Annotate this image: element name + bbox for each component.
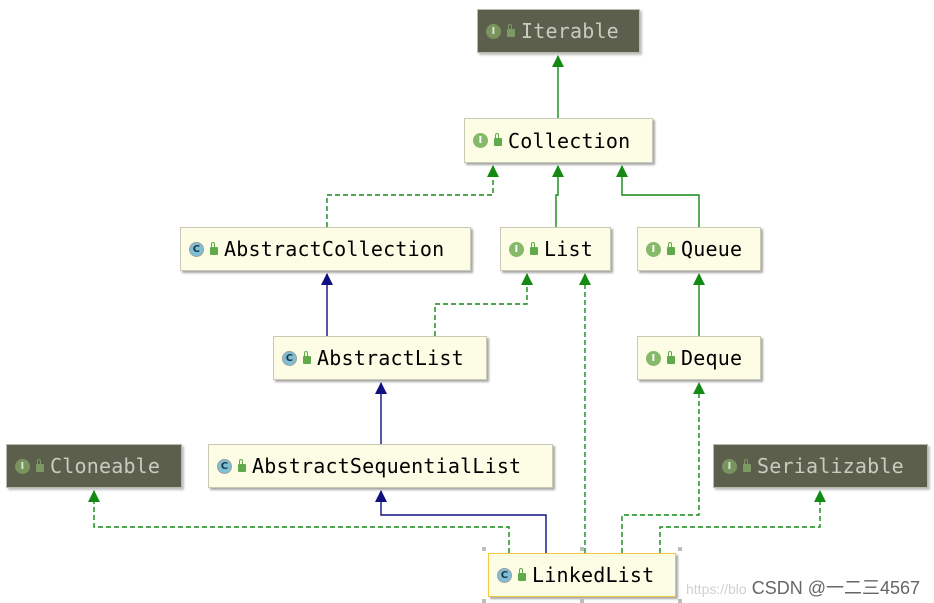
interface-icon: I <box>486 23 501 39</box>
node-label: AbstractSequentialList <box>252 454 522 478</box>
node-label: List <box>544 237 593 261</box>
selection-handle[interactable] <box>580 547 584 551</box>
public-access-icon <box>667 241 675 255</box>
selection-handle[interactable] <box>678 547 682 551</box>
node-label: Iterable <box>521 19 619 43</box>
class-icon: C <box>497 567 512 583</box>
node-label: Cloneable <box>50 454 161 478</box>
interface-icon: I <box>722 458 737 474</box>
node-queue[interactable]: I Queue <box>637 227 761 271</box>
interface-icon: I <box>646 350 661 366</box>
edge-queue-to-collection <box>616 165 700 227</box>
node-label: Deque <box>681 346 743 370</box>
class-icon: C <box>217 458 232 474</box>
node-list[interactable]: I List <box>500 227 611 271</box>
interface-icon: I <box>646 241 661 257</box>
edge-abstractcollection-to-collection <box>326 165 499 227</box>
public-access-icon <box>210 241 218 255</box>
edge-linkedlist-to-cloneable <box>88 490 510 553</box>
public-access-icon <box>743 458 751 472</box>
node-label: LinkedList <box>532 563 655 587</box>
node-serializable[interactable]: I Serializable <box>713 444 928 488</box>
edge-linkedlist-to-serializable <box>659 490 826 553</box>
interface-icon: I <box>473 133 488 148</box>
edge-linkedlist-to-abstractsequentiallist <box>375 490 547 553</box>
public-access-icon <box>494 133 502 146</box>
node-abstractlist[interactable]: C AbstractList <box>273 336 487 380</box>
node-collection[interactable]: I Collection <box>464 118 653 163</box>
node-abstractsequentiallist[interactable]: C AbstractSequentialList <box>208 444 553 488</box>
selection-handle[interactable] <box>482 599 486 603</box>
node-cloneable[interactable]: I Cloneable <box>6 444 182 488</box>
watermark: https://blo CSDN @一二三4567 <box>686 574 920 600</box>
interface-icon: I <box>509 241 524 257</box>
class-icon: C <box>282 350 297 366</box>
watermark-text: CSDN @一二三4567 <box>751 578 921 598</box>
node-abstractcollection[interactable]: C AbstractCollection <box>180 227 471 271</box>
edge-abstractlist-to-list <box>434 273 533 336</box>
watermark-faint: https://blo <box>686 581 747 597</box>
public-access-icon <box>36 458 44 472</box>
selection-handle[interactable] <box>482 547 486 551</box>
public-access-icon <box>507 23 515 37</box>
node-iterable[interactable]: I Iterable <box>477 9 640 53</box>
node-label: Collection <box>508 128 631 153</box>
edge-list-to-collection <box>552 165 564 227</box>
public-access-icon <box>530 241 538 255</box>
public-access-icon <box>518 567 526 581</box>
interface-icon: I <box>15 458 30 474</box>
node-label: AbstractCollection <box>224 237 445 261</box>
node-deque[interactable]: I Deque <box>637 336 761 380</box>
public-access-icon <box>238 458 246 472</box>
node-label: Queue <box>681 237 743 261</box>
node-label: AbstractList <box>317 346 464 370</box>
selection-handle[interactable] <box>580 599 584 603</box>
public-access-icon <box>667 350 675 364</box>
node-linkedlist[interactable]: C LinkedList <box>488 553 676 597</box>
class-icon: C <box>189 241 204 257</box>
selection-handle[interactable] <box>678 599 682 603</box>
node-label: Serializable <box>757 454 904 478</box>
public-access-icon <box>303 350 311 364</box>
edge-linkedlist-to-deque <box>621 382 705 553</box>
